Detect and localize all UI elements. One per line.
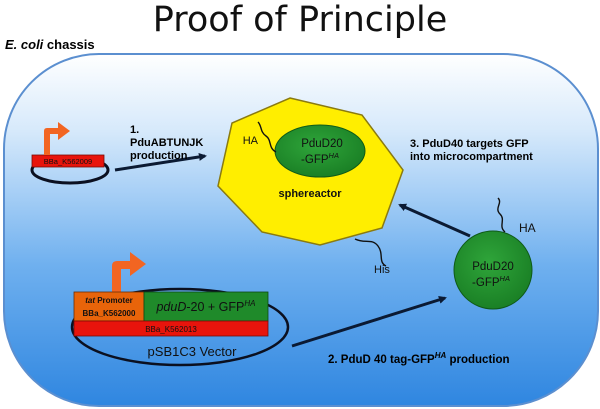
- ha-tag-free-label: HA: [519, 221, 536, 235]
- promoter-box: [73, 291, 145, 322]
- step1-number: 1.: [130, 124, 140, 136]
- promoter-line1: tat Promoter: [85, 296, 133, 305]
- step1-label: 1. PduABTUNJK production: [130, 124, 203, 163]
- gene-label: pduD-20 + GFPHA: [155, 299, 255, 314]
- plasmid-top-part: [31, 154, 105, 168]
- chassis-word: chassis: [46, 37, 95, 52]
- step1-text2: production: [130, 150, 188, 162]
- step3-line1: 3. PduD40 targets GFP: [410, 138, 529, 150]
- step2-sup: HA: [434, 351, 447, 360]
- free-gfp-line2: -GFPHA: [472, 274, 510, 289]
- free-gfp-circle: [453, 230, 533, 310]
- step2-text: 2. PduD 40 tag-GFP: [328, 353, 435, 366]
- chassis-label: E. coli chassis: [5, 37, 95, 52]
- arrow-step3: [398, 203, 471, 238]
- step1-text: PduABTUNJK: [130, 137, 204, 149]
- step3-line2: into microcompartment: [410, 151, 533, 163]
- his-tag-label: His: [374, 264, 390, 276]
- chassis-organism: E. coli: [5, 37, 44, 52]
- sphereactor-gfp-line1: PduD20: [301, 138, 343, 150]
- his-tag-squiggle: [354, 238, 387, 267]
- promoter-arrow-top-icon: [44, 122, 70, 155]
- step3-label: 3. PduD40 targets GFP into microcompartm…: [410, 138, 533, 164]
- sphereactor-gfp-line2: -GFPHA: [301, 151, 339, 166]
- arrow-step2: [291, 295, 447, 348]
- sphereactor-gfp-oval: [274, 124, 366, 178]
- plasmid-top-part-label: BBa_K562009: [44, 157, 92, 166]
- ha-tag-inner-label: HA: [243, 135, 259, 147]
- step2-text-end: production: [446, 353, 510, 366]
- promoter-arrow-bottom-icon: [112, 252, 146, 294]
- sphereactor-label: sphereactor: [279, 188, 343, 200]
- ha-tag-free-squiggle: [497, 197, 506, 233]
- plasmid-bottom-part: [73, 320, 269, 337]
- arrow-step1: [114, 152, 207, 172]
- plasmid-bottom-part-label: BBa_K562013: [145, 325, 197, 334]
- page-title: Proof of Principle: [152, 0, 448, 40]
- promoter-line2: BBa_K562000: [83, 309, 136, 318]
- free-gfp-line1: PduD20: [472, 261, 514, 273]
- plasmid-bottom-ring: [70, 287, 290, 367]
- vector-label: pSB1C3 Vector: [148, 344, 238, 359]
- ha-tag-inner-squiggle: [257, 121, 277, 153]
- step2-label: 2. PduD 40 tag-GFPHA production: [328, 349, 510, 367]
